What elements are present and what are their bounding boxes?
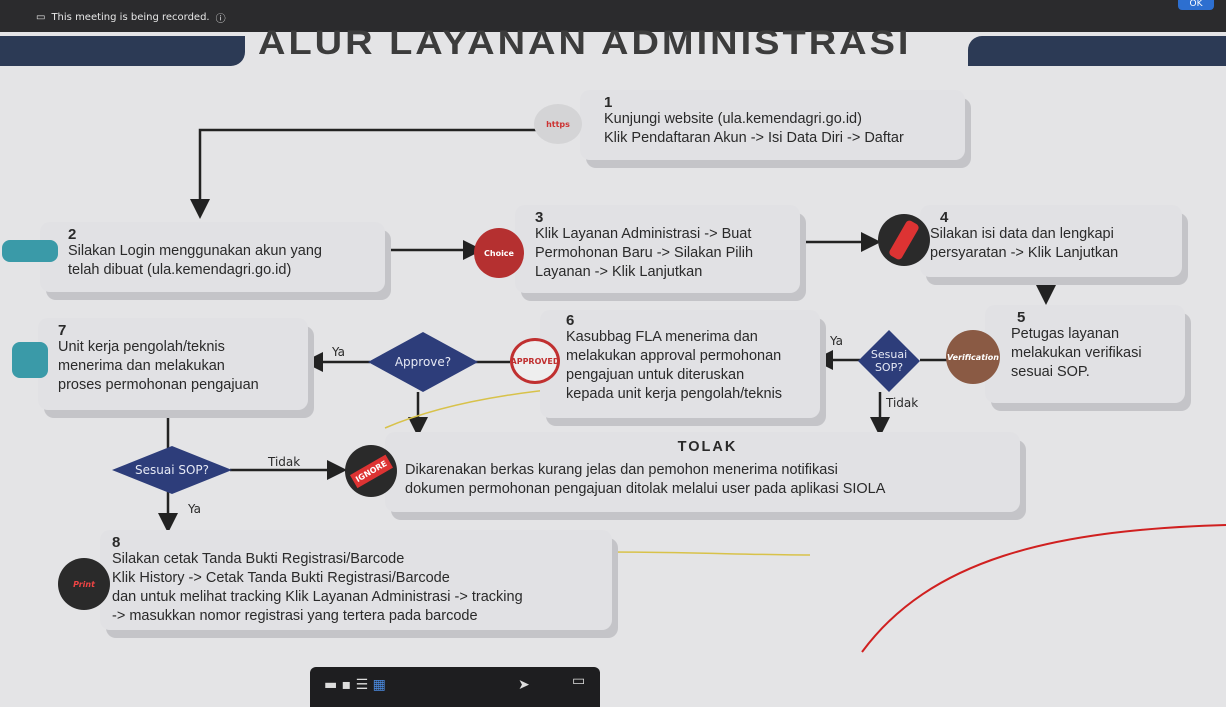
header-band-left [0,36,245,66]
step-number: 8 [112,534,121,551]
step-number: 7 [58,322,67,339]
step-number: 3 [535,209,544,226]
step-3-box: 3 Klik Layanan Administrasi -> Buat Perm… [515,205,800,293]
step-text: Silakan Login menggunakan akun yang [68,243,322,259]
decision-label: Approve? [394,355,452,369]
decision-sop-7: Sesuai SOP? [112,446,232,494]
approved-stamp-icon: APPROVED [510,338,560,384]
page-title: ALUR LAYANAN ADMINISTRASI [258,24,912,62]
toolbar-view-icons[interactable]: ▬ ▪ ☰ ▦ [324,677,386,693]
step-text: kepada unit kerja pengolah/teknis [566,386,783,402]
edge-label-ya: Ya [830,334,844,348]
presentation-toolbar: ▬ ▪ ☰ ▦ ➤ ▭ [310,667,600,707]
info-icon[interactable]: ⓘ [215,14,226,25]
step-5-box: 5 Petugas layanan melakukan verifikasi s… [985,305,1185,403]
step-4-box: 4 Silakan isi data dan lengkapi persyara… [920,205,1182,277]
step-text: pengajuan untuk diteruskan [566,367,745,383]
step-text: Silakan isi data dan lengkapi [930,226,1114,242]
edge-label-ya: Ya [188,502,202,516]
step-text: persyaratan -> Klik Lanjutkan [930,245,1119,261]
step-8-box: 8 Silakan cetak Tanda Bukti Registrasi/B… [100,530,612,630]
print-icon: Print [58,558,110,610]
step-text: proses permohonan pengajuan [58,377,259,393]
tolak-heading: TOLAK [677,439,738,455]
puzzle-icon [12,342,48,378]
step-1-box: 1 Kunjungi website (ula.kemendagri.go.id… [580,90,965,160]
decision-sop-5: Sesuai SOP? [858,330,920,392]
step-text: melakukan approval permohonan [566,348,782,364]
step-text: Klik Layanan Administrasi -> Buat [535,226,752,242]
decision-label: Sesuai SOP? [870,348,908,374]
decision-approve: Approve? [368,332,478,392]
record-icon: ▭ [36,12,46,23]
edge-label-ya: Ya [332,345,346,359]
cursor-icon: ➤ [518,677,530,693]
tolak-text: Dikarenakan berkas kurang jelas dan pemo… [405,462,838,478]
login-icon [2,240,58,262]
step-text: telah dibuat (ula.kemendagri.go.id) [68,262,292,278]
step-7-box: 7 Unit kerja pengolah/teknis menerima da… [38,318,308,410]
step-text: Klik History -> Cetak Tanda Bukti Regist… [112,570,450,586]
step-text: melakukan verifikasi [1011,345,1142,361]
tolak-box: TOLAK Dikarenakan berkas kurang jelas da… [385,432,1020,512]
step-number: 4 [940,209,949,226]
step-text: Layanan -> Klik Lanjutkan [535,264,703,280]
step-text: Petugas layanan [1011,326,1120,342]
tolak-text: dokumen permohonan pengajuan ditolak mel… [405,481,886,497]
step-text: dan untuk melihat tracking Klik Layanan … [112,589,523,605]
https-icon: https [534,104,582,144]
step-2-box: 2 Silakan Login menggunakan akun yang te… [40,222,385,292]
step-text: sesuai SOP. [1011,364,1090,380]
decision-label: Sesuai SOP? [134,463,210,477]
form-icon [878,214,930,266]
step-number: 6 [566,312,575,329]
step-text: menerima dan melakukan [58,358,225,374]
edge-label-tidak: Tidak [886,396,919,410]
recording-notice: ▭ This meeting is being recorded. ⓘ [36,10,226,25]
step-text: Silakan cetak Tanda Bukti Registrasi/Bar… [112,551,405,567]
step-text: Kasubbag FLA menerima dan [566,329,758,345]
step-number: 5 [1017,309,1026,326]
step-number: 1 [604,94,613,111]
step-text: -> masukkan nomor registrasi yang terter… [112,608,478,624]
step-text: Permohonan Baru -> Silakan Pilih [535,245,754,261]
recording-text: This meeting is being recorded. [51,12,210,23]
ignore-icon: IGNORE [345,445,397,497]
edge-label-tidak: Tidak [268,455,301,469]
verification-icon: Verification [946,330,1000,384]
step-number: 2 [68,226,77,243]
step-text: Unit kerja pengolah/teknis [58,339,225,355]
screen-icon[interactable]: ▭ [572,673,586,689]
meeting-bar: ▭ This meeting is being recorded. ⓘ OK [0,0,1226,32]
header-band-right [968,36,1226,66]
choice-icon: Choice [474,228,524,278]
ok-button[interactable]: OK [1178,0,1214,10]
step-text: Kunjungi website (ula.kemendagri.go.id) [604,111,862,127]
ignore-label: IGNORE [349,454,393,488]
step-6-box: 6 Kasubbag FLA menerima dan melakukan ap… [540,310,820,418]
step-text: Klik Pendaftaran Akun -> Isi Data Diri -… [604,130,904,146]
